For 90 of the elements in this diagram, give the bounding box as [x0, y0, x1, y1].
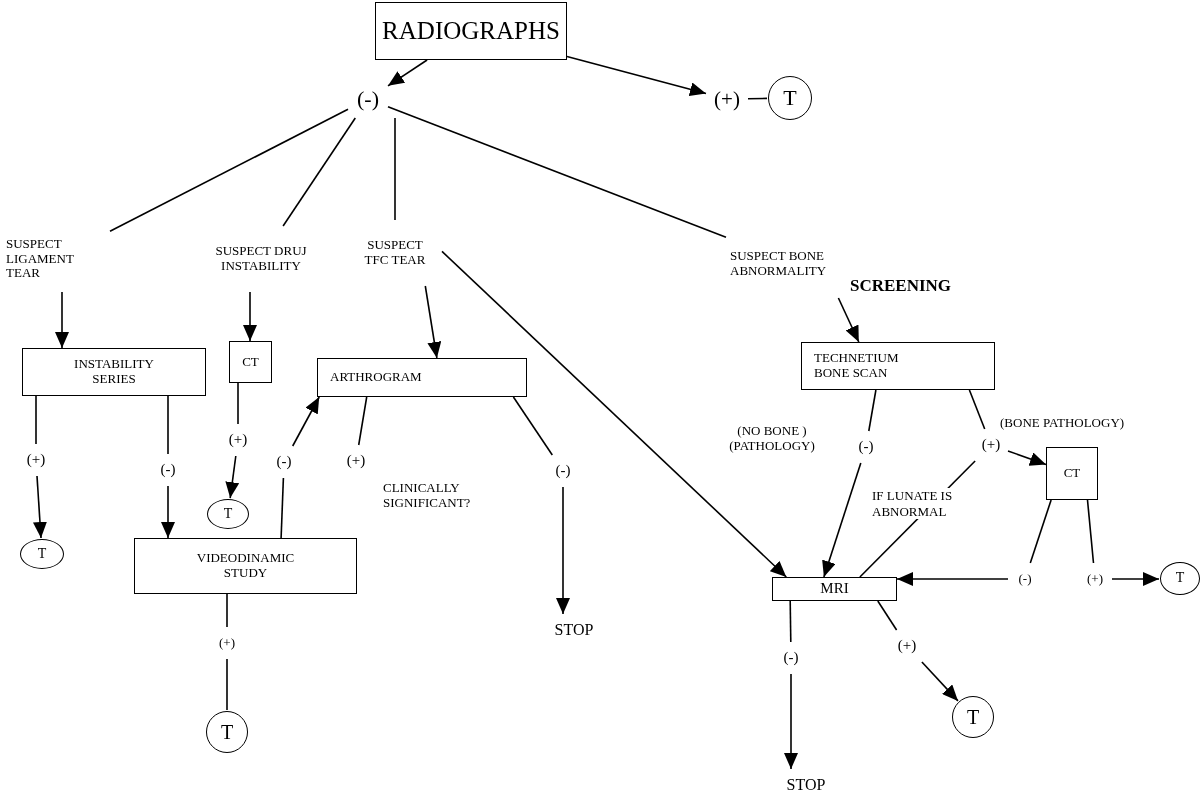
arrow: [161, 485, 175, 539]
node-text: T: [37, 545, 47, 563]
terminal-circle: [207, 499, 249, 529]
terminal-circle: [952, 696, 994, 738]
process-box: [801, 342, 995, 390]
process-box: [317, 358, 527, 397]
arrow: [387, 59, 428, 87]
flow-label: (-): [276, 453, 292, 471]
node-text: CT: [1063, 466, 1081, 481]
arrow: [1111, 572, 1160, 586]
arrow: [822, 462, 862, 578]
process-box: [375, 2, 567, 60]
arrow: [1007, 450, 1047, 466]
flow-label: (+): [228, 431, 248, 449]
connector-line: [357, 396, 368, 446]
note-text: (NO BONE ) (PATHOLOGY): [728, 424, 816, 454]
flow-label: (+): [219, 635, 235, 651]
node-text: MRI: [820, 580, 849, 598]
connector-line: [237, 382, 239, 425]
node-text: INSTABILITY SERIES: [73, 357, 155, 387]
terminal-circle: [20, 539, 64, 569]
arrow: [441, 250, 788, 578]
flow-label: SUSPECT BONE ABNORMALITY: [730, 249, 828, 279]
flow-label: STOP: [786, 775, 826, 795]
process-box: [22, 348, 206, 396]
flow-label: (+): [26, 451, 46, 469]
node-text: RADIOGRAPHS: [382, 16, 560, 46]
arrow: [225, 455, 240, 499]
connector-line: [387, 105, 727, 239]
flow-label: SUSPECT DRUJ INSTABILITY: [214, 244, 308, 274]
node-text: ARTHROGRAM: [330, 370, 422, 385]
note-text: (BONE PATHOLOGY): [1000, 416, 1126, 431]
arrow: [566, 55, 707, 97]
arrow: [424, 285, 442, 359]
connector-line: [394, 117, 396, 221]
flow-label: SUSPECT LIGAMENT TEAR: [6, 236, 75, 282]
connector-line: [877, 600, 898, 631]
connector-line: [1029, 499, 1052, 564]
process-box: [134, 538, 357, 594]
terminal-circle: [768, 76, 812, 120]
node-text: TECHNETIUM BONE SCAN: [814, 351, 900, 381]
flow-label: (-): [1018, 571, 1032, 587]
process-box: [229, 341, 272, 383]
process-box: [772, 577, 897, 601]
node-text: T: [220, 720, 234, 744]
connector-line: [280, 477, 285, 539]
process-box: [1046, 447, 1098, 500]
flow-label: (-): [160, 461, 176, 479]
connector-line: [226, 658, 228, 711]
flow-label: (-): [783, 649, 799, 667]
arrow: [556, 486, 570, 615]
arrow: [784, 673, 798, 770]
connector-line: [35, 395, 37, 445]
flow-label: STOP: [554, 620, 594, 640]
connector-line: [226, 593, 228, 628]
arrow: [837, 297, 860, 343]
flow-label: (+): [1087, 571, 1103, 587]
flow-label: (-): [555, 462, 571, 480]
arrow: [921, 661, 959, 702]
flow-label: (+): [981, 436, 1001, 454]
connector-line: [868, 389, 877, 432]
flow-label: (+): [346, 452, 366, 470]
flow-label: (+): [897, 637, 917, 655]
arrow: [55, 291, 69, 349]
node-text: T: [1175, 570, 1185, 587]
arrow: [33, 475, 47, 539]
arrow: [291, 396, 320, 447]
flow-label: SUSPECT TFC TEAR: [363, 238, 427, 268]
connector-line: [282, 117, 357, 227]
note-text: CLINICALLY SIGNIFICANT?: [383, 481, 472, 511]
connector-line: [109, 108, 349, 233]
flow-label: (-): [858, 438, 874, 456]
flow-label: (+): [714, 86, 740, 112]
terminal-circle: [206, 711, 248, 753]
arrow: [896, 572, 1009, 586]
flow-label: (-): [357, 86, 379, 112]
node-text: T: [966, 705, 980, 729]
connector-line: [789, 600, 792, 643]
node-text: VIDEODINAMIC STUDY: [195, 551, 296, 581]
arrow: [243, 291, 257, 342]
connector-line: [747, 97, 768, 100]
connector-line: [968, 389, 986, 430]
note-text: SCREENING: [850, 276, 953, 296]
node-text: T: [223, 505, 233, 523]
terminal-circle: [1160, 562, 1200, 595]
connector-line: [1086, 499, 1095, 564]
node-text: T: [783, 85, 797, 111]
node-text: CT: [242, 354, 259, 370]
connector-line: [167, 395, 169, 455]
connector-line: [512, 396, 554, 456]
